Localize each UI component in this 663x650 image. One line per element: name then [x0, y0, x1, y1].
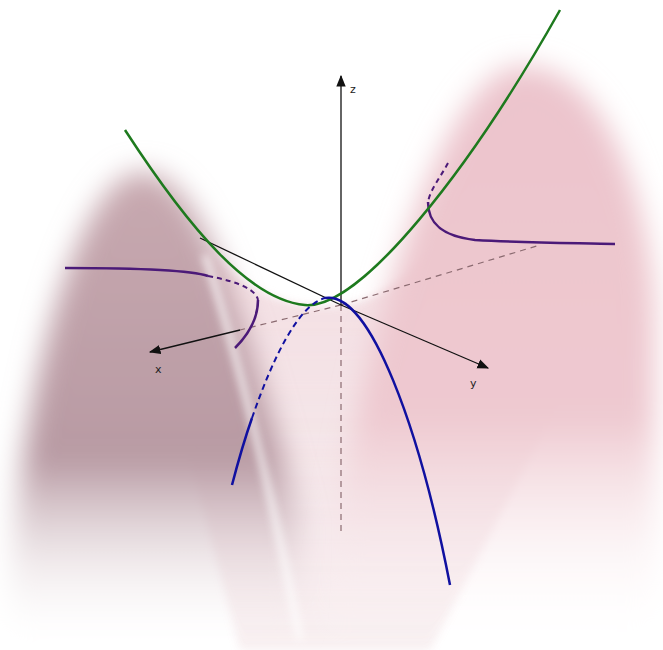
- axis-label: y: [470, 378, 477, 389]
- axis-label: x: [155, 364, 162, 375]
- axis-label: z: [350, 84, 356, 95]
